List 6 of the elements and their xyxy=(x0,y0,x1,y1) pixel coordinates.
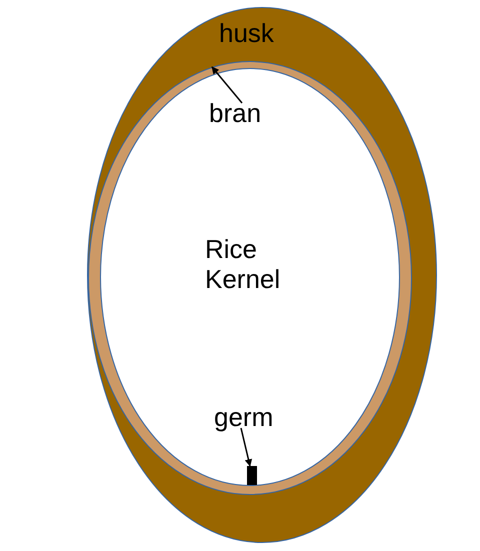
part-label: germ xyxy=(214,402,274,432)
leader-line xyxy=(211,66,243,104)
part-label: Rice Kernel xyxy=(205,234,282,294)
part-label: bran xyxy=(209,98,262,128)
part-label: husk xyxy=(219,18,274,48)
leader-line xyxy=(240,428,252,467)
